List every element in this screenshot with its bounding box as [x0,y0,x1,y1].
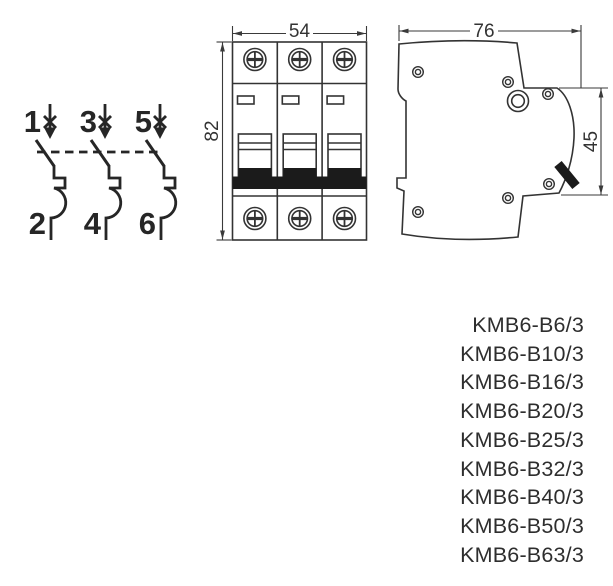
toggle-handle [282,133,318,182]
breaker-side-outline [396,39,575,241]
rivet-icon [542,87,555,100]
width-dimension: 54 [231,20,368,42]
x-mark-icon [98,115,112,129]
model-number: KMB6-B40/3 [460,485,584,510]
terminal-number-bottom: 6 [139,206,156,241]
screw-terminal-icon [332,47,357,72]
schematic-pole-1 [34,104,68,240]
terminal-number-top: 5 [135,104,152,139]
handle-height-dimension-label: 45 [581,131,602,152]
dim-arrow-icon [357,31,366,36]
label-window [281,95,300,105]
toggle-handle [327,133,362,182]
dim-arrow-icon [233,31,242,36]
rivet-icon [412,65,425,78]
rivet-icon [412,205,425,218]
trip-unit-symbol [49,165,68,240]
switch-blade [34,139,56,167]
dim-arrow-icon [220,42,225,52]
switch-blade [144,139,166,167]
pivot-circle-icon [506,89,530,113]
screw-terminal-icon [243,47,267,72]
model-number: KMB6-B63/3 [460,542,584,567]
arrowhead-icon [99,127,111,139]
x-mark-icon [153,115,167,129]
label-window [326,95,345,105]
label-window [236,95,255,105]
schematic-pole-2 [89,104,123,240]
screw-terminal-icon [287,47,312,72]
arrowhead-icon [44,127,56,139]
toggle-handle [237,133,273,182]
terminal-number-top: 1 [24,104,41,139]
pole-schematic: 1 3 5 2 4 6 [24,104,178,241]
depth-dimension: 76 [398,19,582,88]
model-number: KMB6-B25/3 [460,427,584,452]
dim-arrow-icon [598,88,604,98]
arrowhead-icon [154,127,166,139]
screw-terminal-icon [287,206,312,231]
handle-height-dimension: 45 [559,87,608,196]
height-dimension: 82 [202,41,232,241]
schematic-pole-3 [144,104,178,240]
toggle-lever [554,160,580,190]
screw-terminal-icon [243,206,267,231]
model-number: KMB6-B50/3 [460,513,584,538]
screw-terminal-icon [332,206,357,231]
terminal-number-bottom: 2 [29,206,46,241]
rivet-icon [543,177,556,190]
x-mark-icon [43,115,57,129]
terminal-number-bottom: 4 [84,206,102,241]
height-dimension-label: 82 [202,120,223,141]
switch-blade [89,139,111,167]
dim-arrow-icon [399,28,409,34]
model-number: KMB6-B20/3 [460,399,584,424]
model-number: KMB6-B16/3 [460,370,584,395]
toggle-link-bar [232,176,367,189]
model-number: KMB6-B10/3 [460,341,584,366]
rivet-icon [502,75,515,88]
model-number: KMB6-B6/3 [472,313,584,337]
width-dimension-label: 54 [289,21,311,42]
dim-arrow-icon [571,28,581,34]
technical-drawing-svg: 1 3 5 2 4 6 [24,19,608,241]
trip-unit-symbol [159,165,178,240]
model-list: KMB6-B6/3 KMB6-B10/3 KMB6-B16/3 KMB6-B20… [460,311,584,569]
model-number: KMB6-B32/3 [460,456,584,481]
dim-arrow-icon [598,185,604,195]
front-view: 54 82 [202,20,368,241]
dim-arrow-icon [220,230,225,240]
terminal-number-top: 3 [80,104,97,139]
trip-unit-symbol [104,165,123,240]
rivet-icon [502,191,515,204]
side-view: 76 45 [396,19,608,241]
depth-dimension-label: 76 [473,21,494,42]
